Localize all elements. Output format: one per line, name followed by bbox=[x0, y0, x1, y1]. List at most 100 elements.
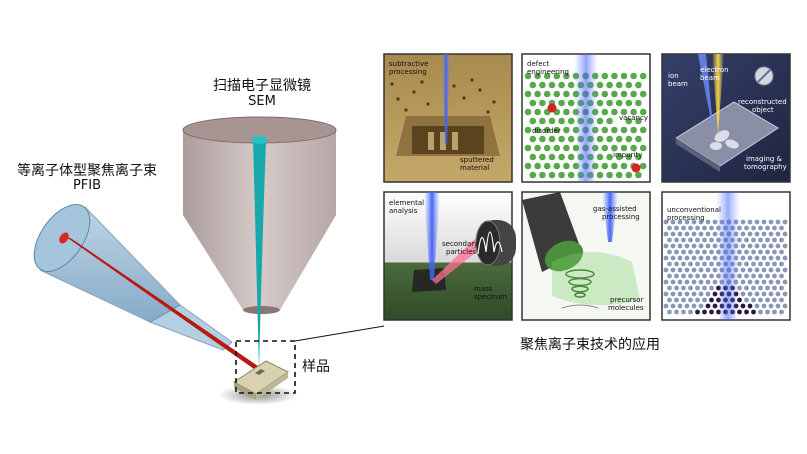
lattice-dot bbox=[754, 291, 760, 297]
lattice-dot bbox=[635, 135, 642, 143]
panel-elemental-analysis bbox=[383, 191, 516, 321]
lattice-dot bbox=[747, 231, 753, 237]
lattice-dot bbox=[709, 285, 714, 291]
lattice-dot bbox=[765, 249, 770, 255]
lattice-dot bbox=[712, 303, 718, 309]
sem-label-en: SEM bbox=[248, 94, 276, 109]
lattice-dot bbox=[635, 81, 642, 89]
lattice-dot bbox=[681, 273, 686, 279]
lattice-dot bbox=[698, 243, 704, 249]
lattice-dot bbox=[712, 219, 718, 225]
lattice-dot bbox=[543, 144, 551, 152]
lattice-dot bbox=[754, 231, 760, 237]
lattice-dot bbox=[695, 261, 700, 267]
p1-title-line2: processing bbox=[389, 68, 427, 76]
lattice-dot bbox=[772, 225, 777, 231]
lattice-dot bbox=[775, 219, 781, 225]
lattice-dot bbox=[639, 108, 647, 116]
lattice-dot bbox=[663, 243, 669, 249]
lattice-dot bbox=[695, 309, 700, 315]
lattice-dot bbox=[779, 225, 784, 231]
lattice-dot bbox=[772, 249, 777, 255]
lattice-dot bbox=[625, 81, 633, 89]
lattice-dot bbox=[688, 285, 693, 291]
lattice-dot bbox=[740, 219, 746, 225]
lattice-dot bbox=[747, 219, 753, 225]
lattice-dot bbox=[606, 135, 613, 143]
lattice-dot bbox=[705, 303, 711, 309]
lattice-dot bbox=[782, 303, 788, 309]
lattice-dot bbox=[775, 243, 781, 249]
lattice-dot bbox=[524, 162, 532, 170]
lattice-dot bbox=[754, 279, 760, 285]
lattice-dot bbox=[524, 108, 532, 116]
lattice-dot bbox=[567, 171, 575, 179]
lattice-dot bbox=[677, 279, 683, 285]
lattice-dot bbox=[620, 162, 628, 170]
lattice-dot bbox=[779, 285, 784, 291]
lattice-dot bbox=[670, 219, 676, 225]
lattice-dot bbox=[663, 267, 669, 273]
lattice-dot bbox=[709, 273, 714, 279]
lattice-dot bbox=[635, 171, 642, 179]
p5-title-line2: processing bbox=[602, 213, 640, 221]
p3-imaging-2: tomography bbox=[744, 163, 787, 171]
lattice-dot bbox=[670, 291, 676, 297]
lattice-dot bbox=[740, 255, 746, 261]
lattice-dot bbox=[709, 297, 714, 303]
lattice-dot bbox=[768, 243, 774, 249]
lattice-dot bbox=[761, 231, 767, 237]
lattice-dot bbox=[684, 303, 690, 309]
lattice-dot bbox=[548, 117, 556, 125]
lattice-dot bbox=[709, 237, 714, 243]
lattice-dot bbox=[705, 231, 711, 237]
lattice-dot bbox=[534, 90, 541, 98]
lattice-dot bbox=[663, 219, 669, 225]
lattice-dot bbox=[625, 99, 633, 107]
lattice-dot bbox=[539, 171, 546, 179]
lattice-dot bbox=[529, 135, 537, 143]
lattice-dot bbox=[744, 285, 749, 291]
lattice-dot bbox=[667, 225, 672, 231]
lattice-dot bbox=[543, 72, 551, 80]
pfib-label-cn: 等离子体型聚焦离子束 bbox=[17, 163, 157, 179]
lattice-dot bbox=[772, 309, 777, 315]
lattice-dot bbox=[768, 303, 774, 309]
lattice-dot bbox=[567, 117, 575, 125]
lattice-dot bbox=[709, 249, 714, 255]
lattice-dot bbox=[772, 261, 777, 267]
impurity-dot bbox=[547, 103, 557, 113]
lattice-dot bbox=[596, 81, 604, 89]
lattice-dot bbox=[747, 279, 753, 285]
lattice-dot bbox=[524, 144, 532, 152]
lattice-dot bbox=[677, 243, 683, 249]
lattice-dot bbox=[691, 267, 697, 273]
lattice-dot bbox=[761, 243, 767, 249]
lattice-dot bbox=[758, 297, 763, 303]
lattice-dot bbox=[558, 153, 565, 161]
p3-reconstructed-1: reconstructed bbox=[738, 98, 787, 106]
lattice-dot bbox=[529, 117, 537, 125]
lattice-dot bbox=[674, 297, 679, 303]
lattice-dot bbox=[630, 144, 637, 152]
lattice-dot bbox=[744, 273, 749, 279]
lattice-dot bbox=[779, 261, 784, 267]
lattice-dot bbox=[747, 243, 753, 249]
lattice-dot bbox=[698, 255, 704, 261]
lattice-dot bbox=[567, 135, 575, 143]
lattice-dot bbox=[548, 135, 556, 143]
lattice-dot bbox=[543, 90, 551, 98]
lattice-dot bbox=[684, 291, 690, 297]
lattice-dot bbox=[772, 237, 777, 243]
lattice-dot bbox=[712, 255, 718, 261]
lattice-dot bbox=[539, 81, 546, 89]
lattice-dot bbox=[688, 273, 693, 279]
lattice-dot bbox=[747, 291, 753, 297]
lattice-dot bbox=[765, 285, 770, 291]
lattice-dot bbox=[677, 231, 683, 237]
lattice-dot bbox=[716, 309, 721, 315]
lattice-dot bbox=[702, 273, 707, 279]
lattice-dot bbox=[782, 219, 788, 225]
lattice-dot bbox=[712, 243, 718, 249]
